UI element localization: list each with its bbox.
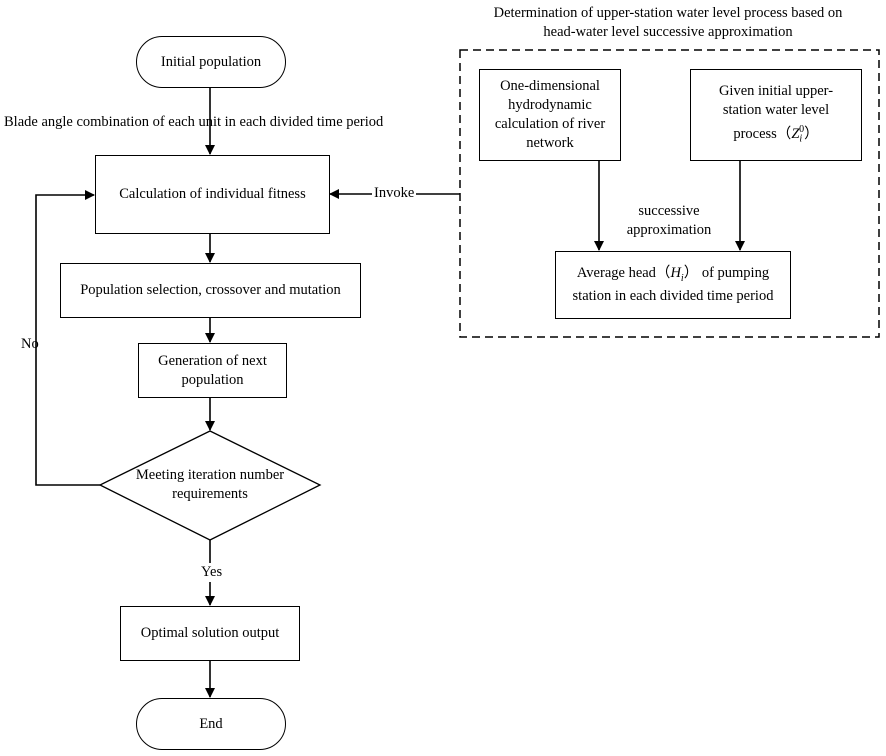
- yes-label: Yes: [200, 563, 224, 582]
- initial-level-line3-pre: process（: [733, 125, 792, 142]
- decision-label: Meeting iteration number requirements: [120, 466, 300, 504]
- generation-box: Generation of next population: [138, 343, 287, 398]
- selection-box: Population selection, crossover and muta…: [60, 263, 361, 318]
- approx-line2: approximation: [626, 222, 712, 238]
- var-z-sup: 0: [799, 123, 805, 135]
- end-label: End: [199, 715, 223, 732]
- panel-title-line2: head-water level successive approximatio…: [543, 24, 793, 40]
- hydrodynamic-calc-box: One-dimensional hydrodynamic calculation…: [479, 69, 621, 161]
- average-head-post: ） of pumping: [683, 264, 770, 281]
- approx-line1: successive: [638, 203, 700, 219]
- initial-level-line3: process（Zi0）: [733, 120, 818, 149]
- arrow-no-loop: [35, 190, 100, 486]
- hydrodynamic-line1: One-dimensional: [500, 78, 600, 94]
- start-terminal: Initial population: [136, 36, 286, 88]
- initial-level-line1: Given initial upper-: [718, 82, 834, 99]
- initial-level-line3-post: ）: [804, 125, 819, 142]
- hydrodynamic-line4: network: [526, 135, 574, 151]
- var-h-sub: i: [680, 272, 684, 284]
- var-z-sub: i: [799, 133, 803, 145]
- var-z: Z: [791, 125, 800, 142]
- blade-angle-label: Blade angle combination of each unit in …: [4, 114, 384, 130]
- end-terminal: End: [136, 698, 286, 750]
- invoke-label: Invoke: [372, 184, 417, 203]
- optimal-box: Optimal solution output: [120, 606, 300, 661]
- panel-title: Determination of upper-station water lev…: [468, 4, 868, 42]
- selection-label: Population selection, crossover and muta…: [80, 282, 341, 298]
- average-head-line2: station in each divided time period: [572, 288, 774, 305]
- average-head-box: Average head（Hi） of pumping station in e…: [555, 251, 791, 319]
- start-label: Initial population: [160, 53, 262, 70]
- hydrodynamic-line3: calculation of river: [494, 116, 606, 132]
- generation-line1: Generation of next: [158, 352, 267, 369]
- fitness-label: Calculation of individual fitness: [119, 186, 306, 202]
- generation-line2: population: [181, 371, 244, 388]
- initial-level-box: Given initial upper- station water level…: [690, 69, 862, 161]
- hydrodynamic-line2: hydrodynamic: [508, 97, 592, 113]
- no-label: No: [21, 336, 39, 352]
- var-h: H: [670, 264, 681, 281]
- decision-line2: requirements: [172, 486, 248, 502]
- decision-line1: Meeting iteration number: [135, 467, 285, 483]
- average-head-pre: Average head（: [576, 264, 671, 281]
- successive-approximation-label: successive approximation: [614, 202, 724, 240]
- optimal-label: Optimal solution output: [140, 625, 280, 641]
- average-head-line1: Average head（Hi） of pumping: [577, 264, 769, 288]
- decision-diamond: [98, 430, 322, 541]
- fitness-box: Calculation of individual fitness: [95, 155, 330, 234]
- initial-level-line2: station water level: [722, 101, 830, 118]
- panel-title-line1: Determination of upper-station water lev…: [493, 5, 843, 21]
